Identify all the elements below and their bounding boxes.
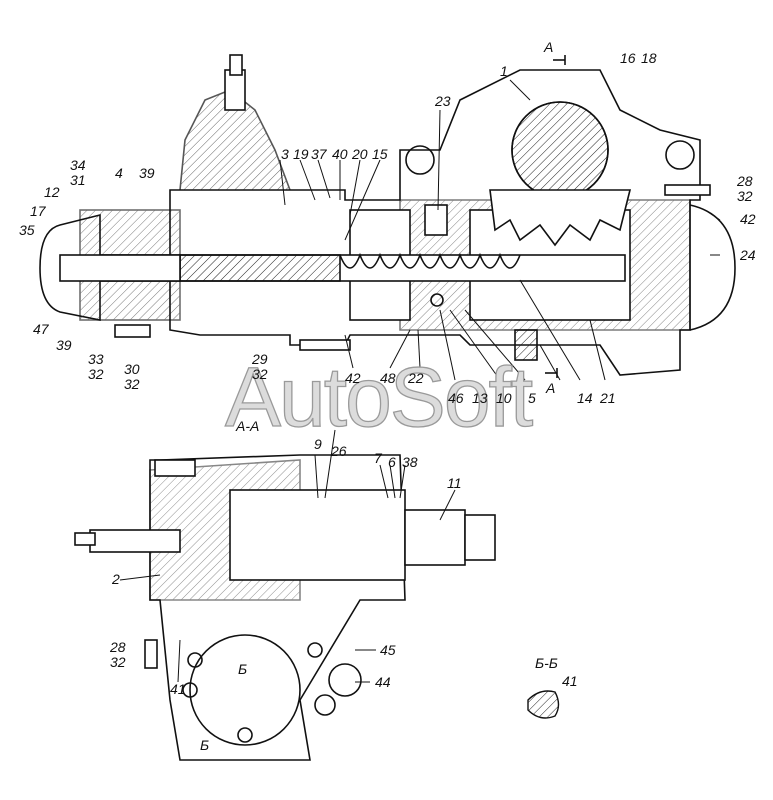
label-9: 9: [314, 436, 322, 452]
label-42: 42: [740, 211, 756, 227]
label-33: 33: [88, 351, 104, 367]
section-b-b-view: [527, 690, 560, 719]
label-34: 34: [70, 157, 86, 173]
label-45: 45: [380, 642, 396, 658]
label-14: 14: [577, 390, 593, 406]
label-23: 23: [435, 93, 451, 109]
label-3: 3: [281, 146, 289, 162]
section-mark-b-1: Б: [238, 661, 248, 677]
section-aa-title: А-А: [236, 418, 260, 434]
label-6: 6: [388, 454, 396, 470]
label-24: 24: [740, 247, 756, 263]
label-30: 30: [124, 361, 140, 377]
label-47: 47: [33, 321, 49, 337]
label-32: 32: [88, 366, 104, 382]
label-41: 41: [170, 681, 186, 697]
leader-lines-aa: [119, 429, 456, 683]
section-bb-title: Б-Б: [535, 655, 558, 671]
label-28: 28: [737, 173, 753, 189]
label-39-bottom: 39: [56, 337, 72, 353]
section-mark-b-2: Б: [200, 737, 210, 753]
label-15: 15: [372, 146, 388, 162]
label-39-top: 39: [139, 165, 155, 181]
label-21: 21: [600, 390, 616, 406]
label-37: 37: [311, 146, 327, 162]
label-48: 48: [380, 370, 396, 386]
label-16: 16: [620, 50, 636, 66]
label-20: 20: [352, 146, 368, 162]
label-44: 44: [375, 674, 391, 690]
watermark: AutoSoft: [224, 350, 534, 444]
label-41-bb: 41: [562, 673, 578, 689]
label-12: 12: [44, 184, 60, 200]
label-5: 5: [528, 390, 536, 406]
label-26: 26: [331, 443, 347, 459]
label-32: 32: [124, 376, 140, 392]
section-a-a-view: [74, 454, 496, 761]
label-35: 35: [19, 222, 35, 238]
label-11: 11: [447, 475, 462, 491]
label-7: 7: [374, 450, 382, 466]
label-29: 29: [252, 351, 268, 367]
label-17: 17: [30, 203, 46, 219]
label-32: 32: [252, 366, 268, 382]
label-38: 38: [402, 454, 418, 470]
label-13: 13: [472, 390, 488, 406]
label-22: 22: [408, 370, 424, 386]
leader-lines: [279, 79, 721, 381]
label-10: 10: [496, 390, 512, 406]
label-2: 2: [112, 571, 120, 587]
section-mark-a-bottom: А: [546, 380, 556, 396]
label-18: 18: [641, 50, 657, 66]
label-4: 4: [115, 165, 123, 181]
label-19: 19: [293, 146, 309, 162]
main-section-view: [39, 54, 736, 378]
label-42-bottom: 42: [345, 370, 361, 386]
label-32: 32: [737, 188, 753, 204]
section-mark-a-top: А: [544, 39, 554, 55]
label-28: 28: [110, 639, 126, 655]
label-1: 1: [500, 63, 508, 79]
label-40: 40: [332, 146, 348, 162]
label-32: 32: [110, 654, 126, 670]
label-46: 46: [448, 390, 464, 406]
label-31: 31: [70, 172, 86, 188]
